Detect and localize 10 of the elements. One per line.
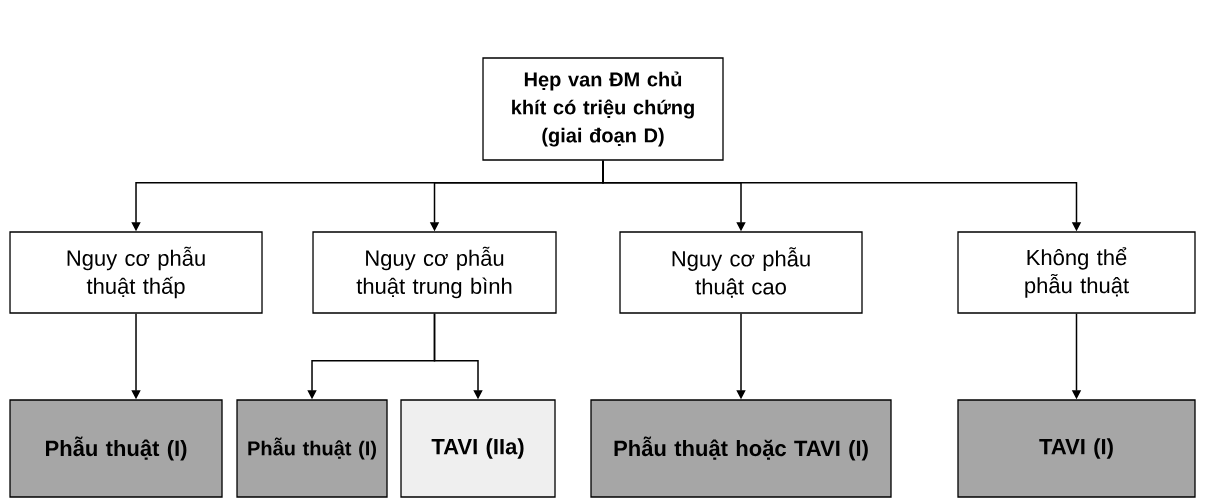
decision-box: Nguy cơ phẫu thuật cao: [619, 231, 863, 314]
decision-box: Hẹp van ĐM chủ khít có triệu chứng (giai đoạn D): [482, 57, 724, 161]
recommendation-box: Phẫu thuật hoặc TAVI (I): [590, 399, 892, 498]
recommendation-box: Phẫu thuật (I): [236, 399, 388, 498]
recommendation-box: Phẫu thuật (I): [9, 399, 223, 498]
decision-box: Nguy cơ phẫu thuật trung bình: [312, 231, 557, 314]
decision-box: Không thể phẫu thuật: [957, 231, 1196, 314]
recommendation-box: TAVI (IIa): [400, 399, 556, 498]
decision-box: Nguy cơ phẫu thuật thấp: [9, 231, 263, 314]
recommendation-box: TAVI (I): [957, 399, 1196, 498]
